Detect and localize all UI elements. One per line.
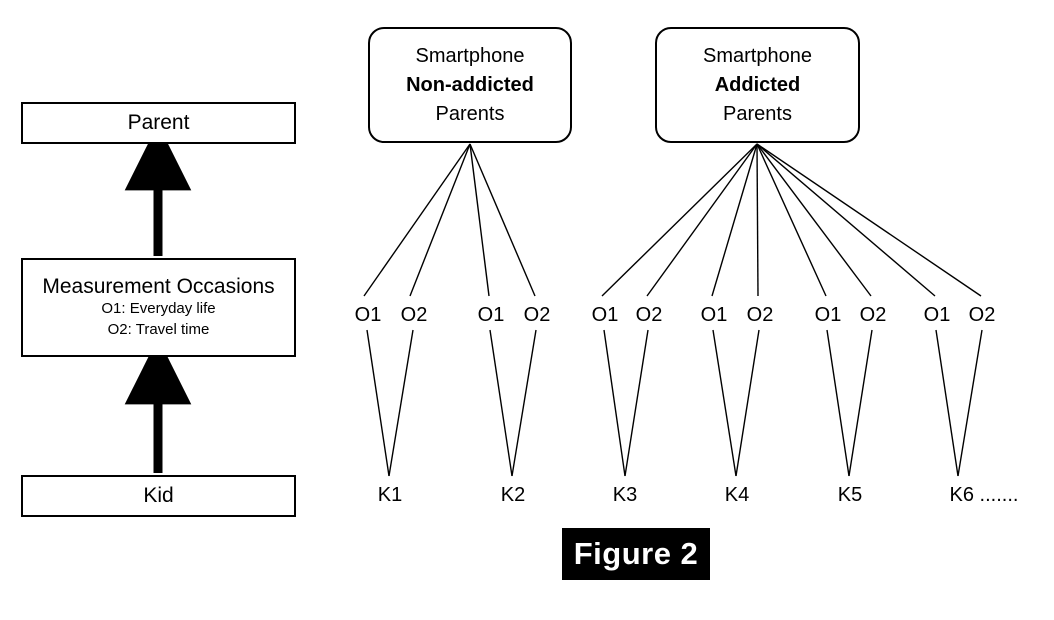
v-line-k6-o1 <box>935 329 959 477</box>
fan-line-ad-5 <box>756 143 827 297</box>
fan-line-ad-3 <box>711 143 758 297</box>
kid-node-k4: K4 <box>724 484 750 506</box>
occasion-node-k2-o1: O1 <box>477 304 505 326</box>
legend-occasions-title: Measurement Occasions <box>42 275 275 299</box>
fan-line-na-2 <box>409 143 471 297</box>
v-line-k2-o2 <box>511 329 537 477</box>
v-line-k4-o2 <box>735 329 760 477</box>
group-addicted-line-3: Parents <box>723 102 792 125</box>
legend-occasions-subline-2: O2: Travel time <box>107 320 210 338</box>
group-non-addicted-line-1: Smartphone <box>415 44 525 67</box>
legend-box-measurement-occasions: Measurement Occasions O1: Everyday life … <box>21 258 296 357</box>
v-line-k3-o2 <box>624 329 649 477</box>
occasion-node-k4-o2: O2 <box>746 304 774 326</box>
occasion-node-k3-o1: O1 <box>591 304 619 326</box>
legend-box-parent: Parent <box>21 102 296 144</box>
kid-node-k2: K2 <box>500 484 526 506</box>
occasion-node-k6-o2: O2 <box>968 304 996 326</box>
kid-node-k3: K3 <box>612 484 638 506</box>
v-line-k6-o2 <box>957 329 983 477</box>
occasion-node-k5-o2: O2 <box>859 304 887 326</box>
occasion-to-kid-connectors <box>366 329 983 477</box>
fan-line-ad-2 <box>646 143 758 297</box>
occasion-node-k5-o1: O1 <box>814 304 842 326</box>
fan-line-na-1 <box>363 143 471 297</box>
kid-node-k5: K5 <box>837 484 863 506</box>
legend-parent-title: Parent <box>127 110 190 134</box>
legend-occasions-subline-1: O1: Everyday life <box>101 300 216 318</box>
kid-node-k6: K6 ....... <box>949 484 1019 506</box>
legend-kid-title: Kid <box>143 483 174 507</box>
legend-box-kid: Kid <box>21 475 296 517</box>
group-box-addicted-parents: Smartphone Addicted Parents <box>655 27 860 143</box>
group-box-non-addicted-parents: Smartphone Non-addicted Parents <box>368 27 572 143</box>
fan-line-ad-6 <box>756 143 872 297</box>
group-non-addicted-line-3: Parents <box>435 102 505 125</box>
v-line-k3-o1 <box>603 329 626 477</box>
occasion-node-k6-o1: O1 <box>923 304 951 326</box>
kid-node-k1: K1 <box>377 484 403 506</box>
occasion-node-k1-o2: O2 <box>400 304 428 326</box>
figure-number-badge: Figure 2 <box>562 528 710 580</box>
v-line-k2-o1 <box>489 329 513 477</box>
occasion-node-k2-o2: O2 <box>523 304 551 326</box>
v-line-k5-o1 <box>826 329 850 477</box>
occasion-node-k3-o2: O2 <box>635 304 663 326</box>
group-addicted-line-1: Smartphone <box>703 44 812 67</box>
fan-line-ad-8 <box>756 143 982 297</box>
fan-line-na-4 <box>469 143 536 297</box>
v-line-k4-o1 <box>712 329 737 477</box>
v-line-k1-o1 <box>366 329 390 477</box>
fan-addicted <box>601 143 982 297</box>
fan-line-ad-1 <box>601 143 758 297</box>
group-non-addicted-line-2: Non-addicted <box>406 73 534 96</box>
occasion-node-k4-o1: O1 <box>700 304 728 326</box>
fan-non-addicted <box>363 143 536 297</box>
fan-line-ad-4 <box>756 143 759 297</box>
v-line-k1-o2 <box>388 329 414 477</box>
figure-number-label: Figure 2 <box>573 536 699 571</box>
group-addicted-line-2: Addicted <box>714 73 801 96</box>
occasion-node-k1-o1: O1 <box>354 304 382 326</box>
v-line-k5-o2 <box>848 329 873 477</box>
fan-line-na-3 <box>469 143 490 297</box>
fan-line-ad-7 <box>756 143 936 297</box>
